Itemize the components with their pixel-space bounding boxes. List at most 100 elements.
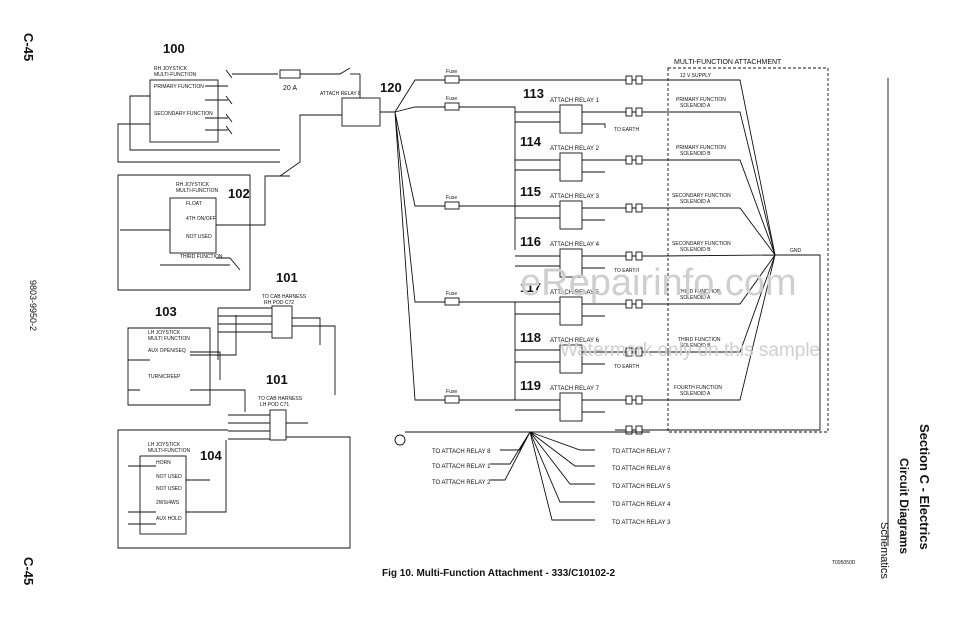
mfa-sol-4a: SECONDARY FUNCTION: [672, 241, 731, 247]
mfa-box: MULTI-FUNCTION ATTACHMENT 12 V SUPPLY GN…: [659, 59, 829, 433]
block-102-row-1: FLOAT: [186, 201, 202, 207]
center-bus: Fuse Fuse Fuse Fuse Fuse: [394, 69, 615, 404]
relay-117-number: 117: [520, 280, 541, 295]
block-101b-number: 101: [266, 372, 288, 387]
block-104-row-4: 2WS/4WS: [156, 500, 180, 506]
relay-119-label: ATTACH RELAY 7: [550, 386, 600, 392]
block-103-title-1: LH JOYSTICK: [148, 330, 181, 336]
block-100: 100 RH JOYSTICK MULTI-FUNCTION PRIMARY F…: [117, 41, 280, 163]
block-100-row-1: PRIMARY FUNCTION: [154, 84, 204, 90]
mfa-title: MULTI-FUNCTION ATTACHMENT: [674, 59, 782, 66]
relay-119: 119 ATTACH RELAY 7: [515, 378, 615, 422]
mfa-sol-5a: THIRD FUNCTION: [678, 289, 721, 295]
earth-118: TO EARTH: [614, 364, 639, 370]
mfa-sol-7b: SOLENOID A: [680, 391, 711, 397]
relay-116: 116 ATTACH RELAY 4 TO EARTH: [515, 234, 639, 278]
block-101a-title-2: RH POD C72: [264, 300, 294, 306]
relay-117-label: ATTACH RELAY 5: [550, 290, 600, 296]
block-101-c71: 101 TO CAB HARNESS LH POD C71: [117, 372, 351, 549]
block-103-title-2: MULTI FUNCTION: [148, 336, 190, 342]
block-102-number: 102: [228, 186, 250, 201]
relay-113-label: ATTACH RELAY 1: [550, 98, 600, 104]
relay-116-number: 116: [520, 234, 541, 249]
bottom-right-2: TO ATTACH RELAY 6: [612, 466, 671, 472]
block-100-row-2: SECONDARY FUNCTION: [154, 111, 213, 117]
mfa-dashed-border: [667, 67, 829, 433]
block-101b-box: [269, 409, 287, 441]
bottom-right-5: TO ATTACH RELAY 3: [612, 520, 671, 526]
block-101a-number: 101: [276, 270, 298, 285]
block-120-number: 120: [380, 80, 402, 95]
earth-113: TO EARTH: [614, 127, 639, 133]
block-104-row-1: HORN: [156, 460, 171, 466]
mfa-sol-7a: FOURTH FUNCTION: [674, 385, 722, 391]
section-title: Section C - Electrics: [917, 424, 932, 550]
mfa-sol-2b: SOLENOID B: [680, 151, 711, 157]
ground-point: [394, 434, 406, 446]
relay-117: 117 ATTACH RELAY 5: [515, 280, 615, 326]
page-code-bottom: C-45: [21, 557, 36, 586]
bottom-right-3: TO ATTACH RELAY 5: [612, 484, 671, 490]
relay-115-label: ATTACH RELAY 3: [550, 194, 600, 200]
block-100-title-1: RH JOYSTICK: [154, 66, 188, 72]
block-102-row-4: THIRD FUNCTION: [180, 254, 223, 260]
mfa-sol-6a: THIRD FUNCTION: [678, 337, 721, 343]
block-104-row-2: NOT USED: [156, 474, 182, 480]
fuse-label-5: Fuse: [446, 389, 457, 395]
block-100-box: [149, 79, 219, 143]
mfa-sol-5b: SOLENOID A: [680, 295, 711, 301]
connector-column: [615, 75, 660, 435]
fuse-label-3: Fuse: [446, 195, 457, 201]
figure-caption: Fig 10. Multi-Function Attachment - 333/…: [382, 568, 615, 579]
figure-ref: T095050D: [832, 560, 856, 566]
block-102-box: [169, 197, 217, 254]
fuse-label-4: Fuse: [446, 291, 457, 297]
block-120-title: ATTACH RELAY 8: [320, 91, 361, 97]
block-101b-title-1: TO CAB HARNESS: [258, 396, 303, 402]
mfa-sol-4b: SOLENOID B: [680, 247, 711, 253]
mfa-sol-3a: SECONDARY FUNCTION: [672, 193, 731, 199]
block-102-row-2: 4TH ON/OFF: [186, 216, 216, 222]
block-104-title-1: LH JOYSTICK: [148, 442, 181, 448]
bottom-connectors: TO ATTACH RELAY 8 TO ATTACH RELAY 1 TO A…: [394, 431, 671, 526]
relay-114-label: ATTACH RELAY 2: [550, 146, 600, 152]
bottom-right-1: TO ATTACH RELAY 7: [612, 449, 671, 455]
block-102: 102 RH JOYSTICK MULTI-FUNCTION FLOAT 4TH…: [117, 174, 290, 291]
block-104-number: 104: [200, 448, 222, 463]
block-101a-title-1: TO CAB HARNESS: [262, 294, 307, 300]
block-104-title-2: MULTI-FUNCTION: [148, 448, 191, 454]
bottom-right-4: TO ATTACH RELAY 4: [612, 502, 671, 508]
relay-118-label: ATTACH RELAY 6: [550, 338, 600, 344]
fuse-20a-label: 20 A: [283, 85, 297, 92]
bottom-left-2: TO ATTACH RELAY 1: [432, 464, 491, 470]
mfa-sol-6b: SOLENOID B: [680, 343, 711, 349]
watermark-brand: eRepairinfo.com: [520, 262, 797, 304]
doc-number: 9803-9950-2: [28, 280, 38, 332]
fuse-label-2: Fuse: [446, 96, 457, 102]
relay-119-number: 119: [520, 378, 541, 393]
fuse-label-1: Fuse: [446, 69, 457, 75]
section-subtitle: Circuit Diagrams: [897, 458, 911, 555]
mfa-gnd: GND: [790, 248, 802, 254]
fuse-20a-body: [279, 69, 301, 79]
block-102-title-1: RH JOYSTICK: [176, 182, 210, 188]
block-101-c72: 101 TO CAB HARNESS RH POD C72: [190, 270, 336, 395]
block-120: 120 ATTACH RELAY 8: [279, 74, 402, 177]
block-102-row-3: NOT USED: [186, 234, 212, 240]
relay-115: 115 ATTACH RELAY 3: [515, 184, 615, 230]
block-101a-box: [271, 305, 293, 339]
relay-114: 114 ATTACH RELAY 2: [515, 134, 615, 182]
mfa-sol-1b: SOLENOID A: [680, 103, 711, 109]
mfa-sol-3b: SOLENOID A: [680, 199, 711, 205]
block-103-row-2: TURN/CREEP: [148, 374, 181, 380]
mfa-sol-2a: PRIMARY FUNCTION: [676, 145, 726, 151]
relay-118-number: 118: [520, 330, 541, 345]
section-subtitle-2: Schematics: [878, 522, 890, 579]
relay-115-number: 115: [520, 184, 541, 199]
block-104: 104 LH JOYSTICK MULTI-FUNCTION HORN NOT …: [128, 440, 227, 535]
earth-116: TO EARTH: [614, 268, 639, 274]
bottom-left-3: TO ATTACH RELAY 2: [432, 480, 491, 486]
mfa-supply: 12 V SUPPLY: [680, 73, 712, 79]
block-102-title-2: MULTI-FUNCTION: [176, 188, 219, 194]
block-103: 103 LH JOYSTICK MULTI FUNCTION AUX OPEN/…: [127, 304, 246, 412]
